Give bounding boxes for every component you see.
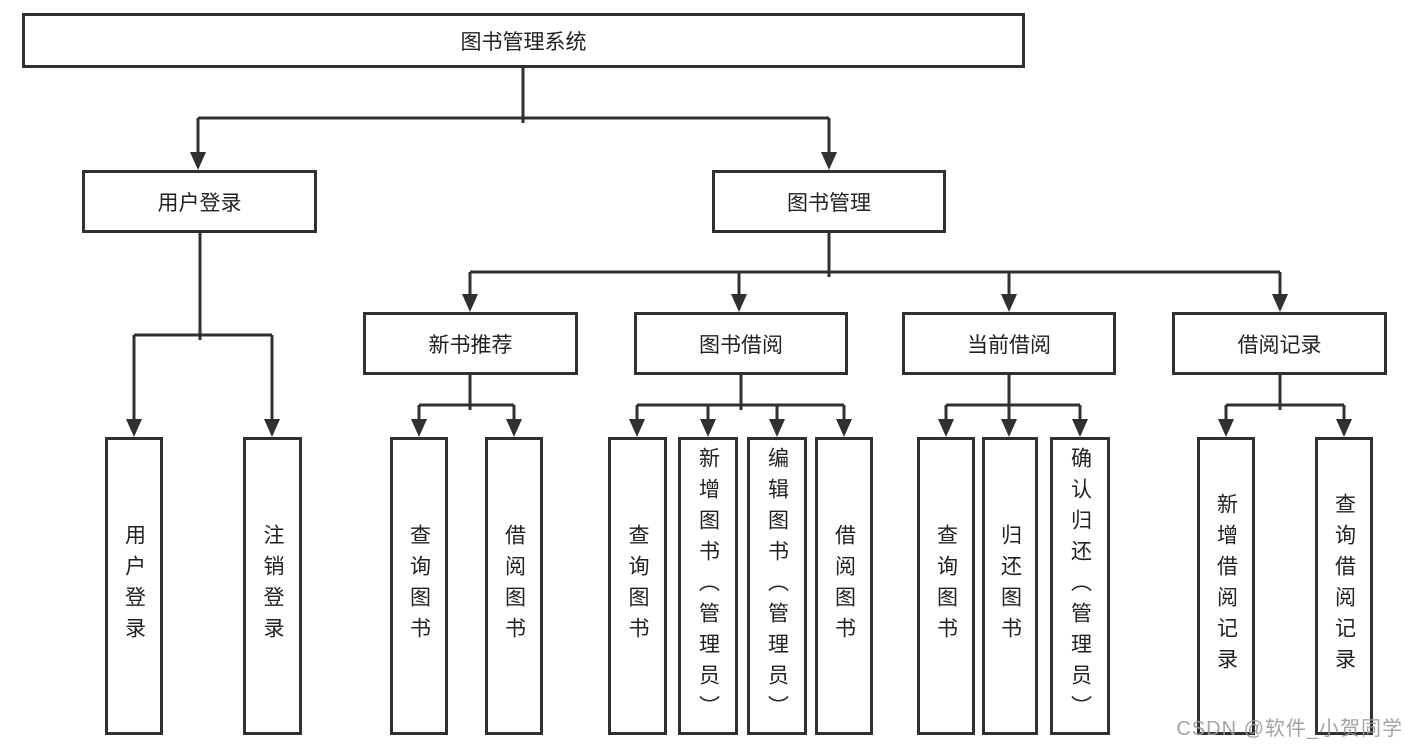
node-book-management: 图书管理: [712, 170, 946, 233]
leaf-borrow-borrow-books: 借阅图书: [815, 437, 873, 735]
node-borrow-records: 借阅记录: [1172, 312, 1387, 375]
node-root: 图书管理系统: [22, 13, 1025, 68]
node-new-book-recommend: 新书推荐: [363, 312, 578, 375]
node-borrow-records-label: 借阅记录: [1237, 333, 1322, 357]
node-current-borrow: 当前借阅: [902, 312, 1116, 375]
leaf-borrow-edit-books-admin: 编辑图书（管理员）: [747, 437, 807, 735]
leaf-user-login-label: 用户登录: [122, 524, 146, 648]
leaf-records-query-record-label: 查询借阅记录: [1332, 493, 1356, 679]
csdn-watermark: CSDN @软件_小贺同学: [1176, 718, 1403, 740]
leaf-current-confirm-return-admin: 确认归还（管理员）: [1050, 437, 1110, 735]
leaf-recommend-borrow-books-label: 借阅图书: [502, 524, 526, 648]
leaf-current-query-books-label: 查询图书: [934, 524, 958, 648]
arrowheads: [126, 152, 1352, 437]
leaf-borrow-query-books: 查询图书: [608, 437, 667, 735]
node-user-login-label: 用户登录: [157, 191, 242, 215]
leaf-borrow-add-books-admin-label: 新增图书（管理员）: [696, 446, 720, 726]
leaf-recommend-borrow-books: 借阅图书: [485, 437, 543, 735]
leaf-borrow-add-books-admin: 新增图书（管理员）: [678, 437, 738, 735]
leaf-records-add-record-label: 新增借阅记录: [1214, 493, 1238, 679]
leaf-borrow-edit-books-admin-label: 编辑图书（管理员）: [765, 446, 789, 726]
leaf-current-return-books-label: 归还图书: [998, 524, 1022, 648]
node-current-borrow-label: 当前借阅: [967, 333, 1051, 357]
leaf-user-login: 用户登录: [105, 437, 163, 735]
node-root-label: 图书管理系统: [460, 30, 587, 54]
leaf-borrow-query-books-label: 查询图书: [626, 524, 649, 648]
leaf-current-return-books: 归还图书: [982, 437, 1038, 735]
leaf-current-confirm-return-admin-label: 确认归还（管理员）: [1068, 446, 1092, 726]
leaf-current-query-books: 查询图书: [917, 437, 975, 735]
leaf-recommend-query-books: 查询图书: [390, 437, 448, 735]
leaf-records-query-record: 查询借阅记录: [1315, 437, 1373, 735]
leaf-logout: 注销登录: [243, 437, 302, 735]
node-book-management-label: 图书管理: [787, 191, 871, 215]
leaf-recommend-query-books-label: 查询图书: [407, 524, 431, 648]
node-user-login: 用户登录: [82, 170, 317, 233]
node-book-borrow: 图书借阅: [634, 312, 848, 375]
leaf-records-add-record: 新增借阅记录: [1197, 437, 1255, 735]
leaf-borrow-borrow-books-label: 借阅图书: [832, 524, 856, 648]
node-new-book-recommend-label: 新书推荐: [428, 333, 513, 357]
node-book-borrow-label: 图书借阅: [699, 333, 783, 357]
leaf-logout-label: 注销登录: [261, 524, 284, 648]
